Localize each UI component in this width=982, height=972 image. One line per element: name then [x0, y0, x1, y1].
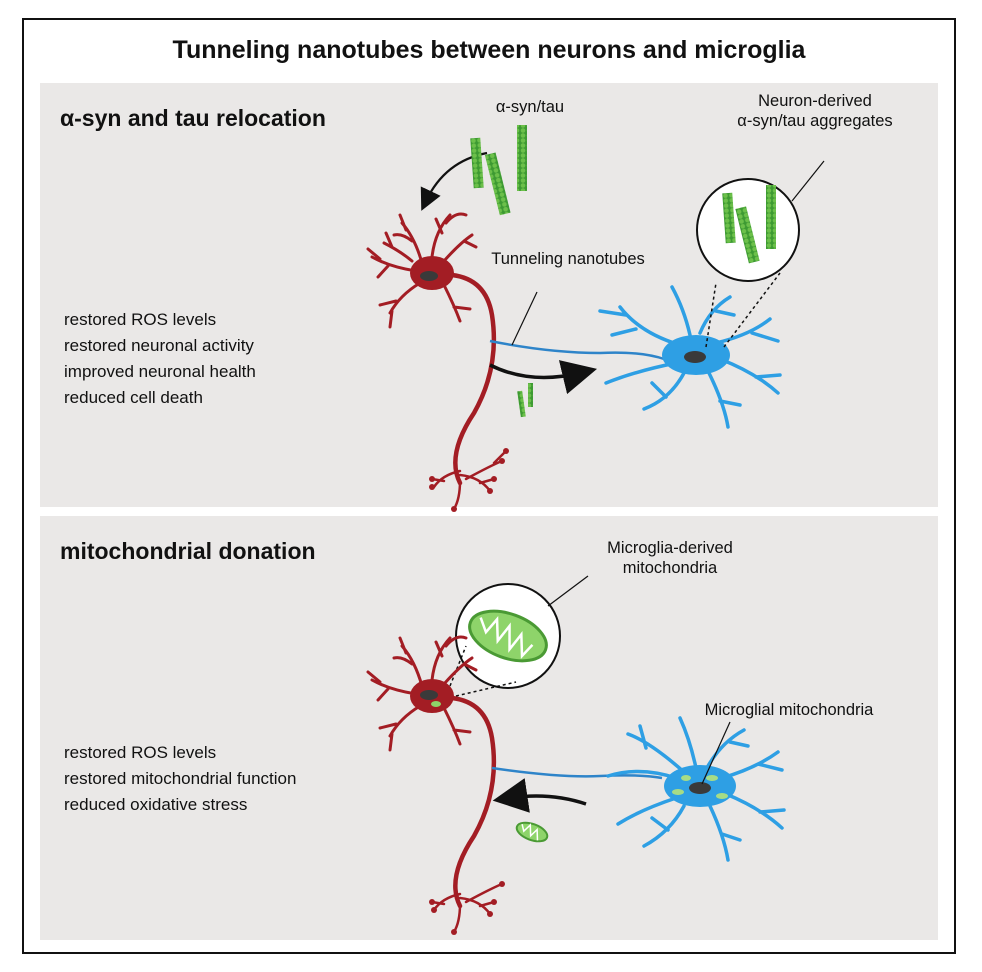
tunneling-nanotube	[491, 766, 663, 780]
outcome-item: reduced cell death	[64, 388, 203, 407]
neuron-icon	[366, 212, 508, 511]
transfer-arrow	[489, 360, 598, 395]
figure-frame: Tunneling nanotubes between neurons and …	[22, 18, 956, 954]
alpha-syn-tau-fibrils-icon	[470, 125, 527, 216]
mitochondrion-large-icon	[468, 609, 548, 663]
microglia-derived-label: Microglia-derived mitochondria	[607, 539, 733, 577]
neuron-nucleus	[420, 271, 438, 281]
panel1-illustration	[366, 125, 825, 512]
transferred-mitochondrion-icon	[515, 821, 549, 843]
derived-label-line	[547, 575, 589, 607]
aggregates-label-line	[791, 160, 825, 202]
outcome-item: improved neuronal health	[64, 362, 256, 381]
aggregates-label: Neuron-derived α-syn/tau aggregates	[737, 92, 893, 130]
outcome-list: restored ROS levels restored neuronal ac…	[64, 307, 256, 411]
tunneling-nanotubes-label: Tunneling nanotubes	[491, 250, 645, 268]
panel2-illustration	[366, 575, 786, 935]
outcome-item: restored ROS levels	[64, 310, 217, 329]
neuron-nucleus	[420, 690, 438, 700]
cargo-label: α-syn/tau	[495, 98, 565, 116]
microglia-nucleus	[684, 351, 706, 363]
neuron-terminal-dots	[429, 448, 509, 512]
donation-arrow	[492, 778, 587, 813]
tunneling-nanotube	[489, 339, 665, 361]
outcome-item: restored neuronal activity	[64, 336, 254, 355]
panel-heading: α-syn and tau relocation	[60, 105, 326, 131]
outcome-item: restored mitochondrial function	[64, 769, 297, 788]
outcome-list: restored ROS levels restored mitochondri…	[64, 740, 296, 818]
outcome-item: reduced oxidative stress	[64, 795, 248, 814]
donated-mitochondrion-in-neuron	[431, 701, 441, 707]
panel-mitochondrial-donation: mitochondrial donation	[40, 516, 938, 940]
microglial-mitochondria-icon	[672, 775, 728, 799]
microglial-mitochondria-label: Microglial mitochondria	[704, 701, 874, 719]
outcome-item: restored ROS levels	[64, 743, 217, 762]
microglia-nucleus	[689, 782, 711, 794]
tnt-label-line	[511, 291, 538, 346]
figure-title: Tunneling nanotubes between neurons and …	[172, 36, 806, 64]
neuron-terminal-dots	[429, 881, 505, 935]
aggregates-fibrils-icon	[722, 185, 776, 264]
panel-alpha-syn-tau-relocation: α-syn and tau relocation	[40, 83, 938, 512]
microglial-label-line	[701, 721, 731, 785]
transferred-fibrils-icon	[517, 383, 533, 418]
panel-heading: mitochondrial donation	[60, 538, 316, 564]
